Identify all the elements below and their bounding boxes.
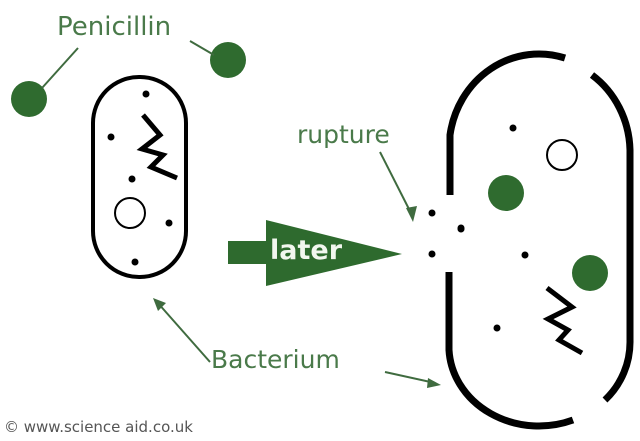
rupture-pointer [379, 151, 417, 222]
dna-zigzag [136, 113, 178, 181]
bacterium-pointer-right [384, 371, 441, 388]
rupture-label: rupture [297, 120, 390, 149]
bacterium-intact [91, 75, 188, 279]
bacterium-pointer-left [153, 298, 211, 363]
penicillin-molecule-left [11, 81, 47, 117]
later-label: later [270, 235, 343, 266]
penicillin-molecule-inside-2 [572, 255, 608, 291]
inclusion-circle-ruptured [546, 139, 578, 171]
dna-zigzag-ruptured [542, 286, 584, 356]
penicillin-pointer-right [189, 40, 215, 56]
copyright-watermark: © www.science aid.co.uk [4, 418, 193, 436]
penicillin-pointer-left [41, 47, 79, 89]
penicillin-label: Penicillin [57, 12, 172, 42]
penicillin-molecule-right [210, 42, 246, 78]
penicillin-molecule-inside-1 [488, 175, 524, 211]
inclusion-circle [114, 197, 146, 229]
later-arrow [228, 220, 402, 286]
bacterium-ruptured [428, 50, 634, 430]
bacterium-label: Bacterium [211, 345, 340, 374]
